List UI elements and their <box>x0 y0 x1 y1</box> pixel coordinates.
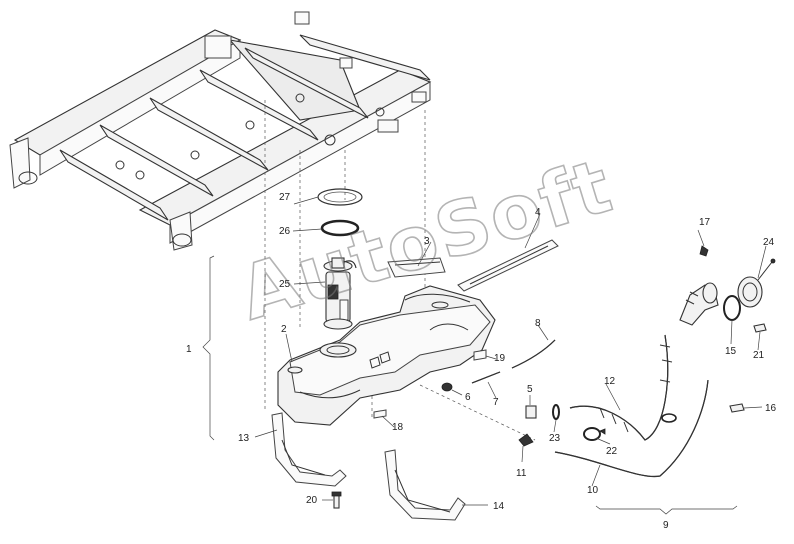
assembly-bracket-9 <box>595 505 738 515</box>
insulation-strip-4 <box>457 239 559 292</box>
part-label-2: 2 <box>281 324 287 335</box>
part-label-21: 21 <box>753 350 765 361</box>
clamp-22 <box>583 427 606 441</box>
screw-21 <box>753 323 767 333</box>
part-label-3: 3 <box>424 236 430 247</box>
part-label-7: 7 <box>493 397 499 408</box>
part-label-14: 14 <box>493 501 505 512</box>
heat-shield-3 <box>387 257 446 278</box>
part-label-13: 13 <box>238 433 250 444</box>
filler-neck-upper <box>679 282 719 326</box>
part-label-8: 8 <box>535 318 541 329</box>
valve-11 <box>518 433 534 447</box>
part-label-15: 15 <box>725 346 737 357</box>
clip-17 <box>699 245 709 257</box>
connector-5 <box>525 405 537 419</box>
vent-hose-8 <box>511 339 556 369</box>
part-label-11: 11 <box>516 468 527 479</box>
fuel-cap-24 <box>737 258 776 308</box>
part-label-24: 24 <box>763 237 775 248</box>
leader-lines <box>254 196 767 506</box>
clip-6 <box>441 382 453 392</box>
assembly-bracket-1 <box>202 255 215 441</box>
part-label-18: 18 <box>392 422 404 433</box>
part-label-10: 10 <box>587 485 599 496</box>
part-label-22: 22 <box>606 446 618 457</box>
part-label-16: 16 <box>765 403 777 414</box>
breather-hose-7 <box>471 371 501 384</box>
part-label-27: 27 <box>279 192 291 203</box>
part-label-19: 19 <box>494 353 506 364</box>
part-label-5: 5 <box>527 384 533 395</box>
part-labels: 1 2 3 4 5 6 7 8 9 10 11 12 13 14 15 16 1… <box>186 192 777 531</box>
part-label-23: 23 <box>549 433 561 444</box>
pad-18 <box>373 409 387 419</box>
part-label-20: 20 <box>306 495 318 506</box>
bolt-20 <box>331 491 342 509</box>
tank-strap-13 <box>271 412 347 487</box>
lock-ring-27 <box>317 188 363 206</box>
fuel-pump-module-25 <box>323 257 357 330</box>
screw-16 <box>729 403 745 413</box>
part-label-1: 1 <box>186 344 192 355</box>
filler-hose-12 <box>569 334 673 441</box>
pad-19 <box>473 349 487 361</box>
part-label-17: 17 <box>699 217 711 228</box>
part-label-25: 25 <box>279 279 291 290</box>
clamp-23 <box>552 404 560 420</box>
part-label-4: 4 <box>535 207 541 218</box>
part-label-9: 9 <box>663 520 669 531</box>
seal-ring-26 <box>320 219 360 237</box>
clamp-on-hose <box>661 413 677 423</box>
vent-line-10 <box>554 379 709 478</box>
part-label-26: 26 <box>279 226 291 237</box>
tank-strap-14 <box>384 449 466 521</box>
fuel-tank-2 <box>277 285 496 426</box>
part-label-6: 6 <box>465 392 471 403</box>
gasket-15 <box>723 295 741 321</box>
part-label-12: 12 <box>604 376 616 387</box>
